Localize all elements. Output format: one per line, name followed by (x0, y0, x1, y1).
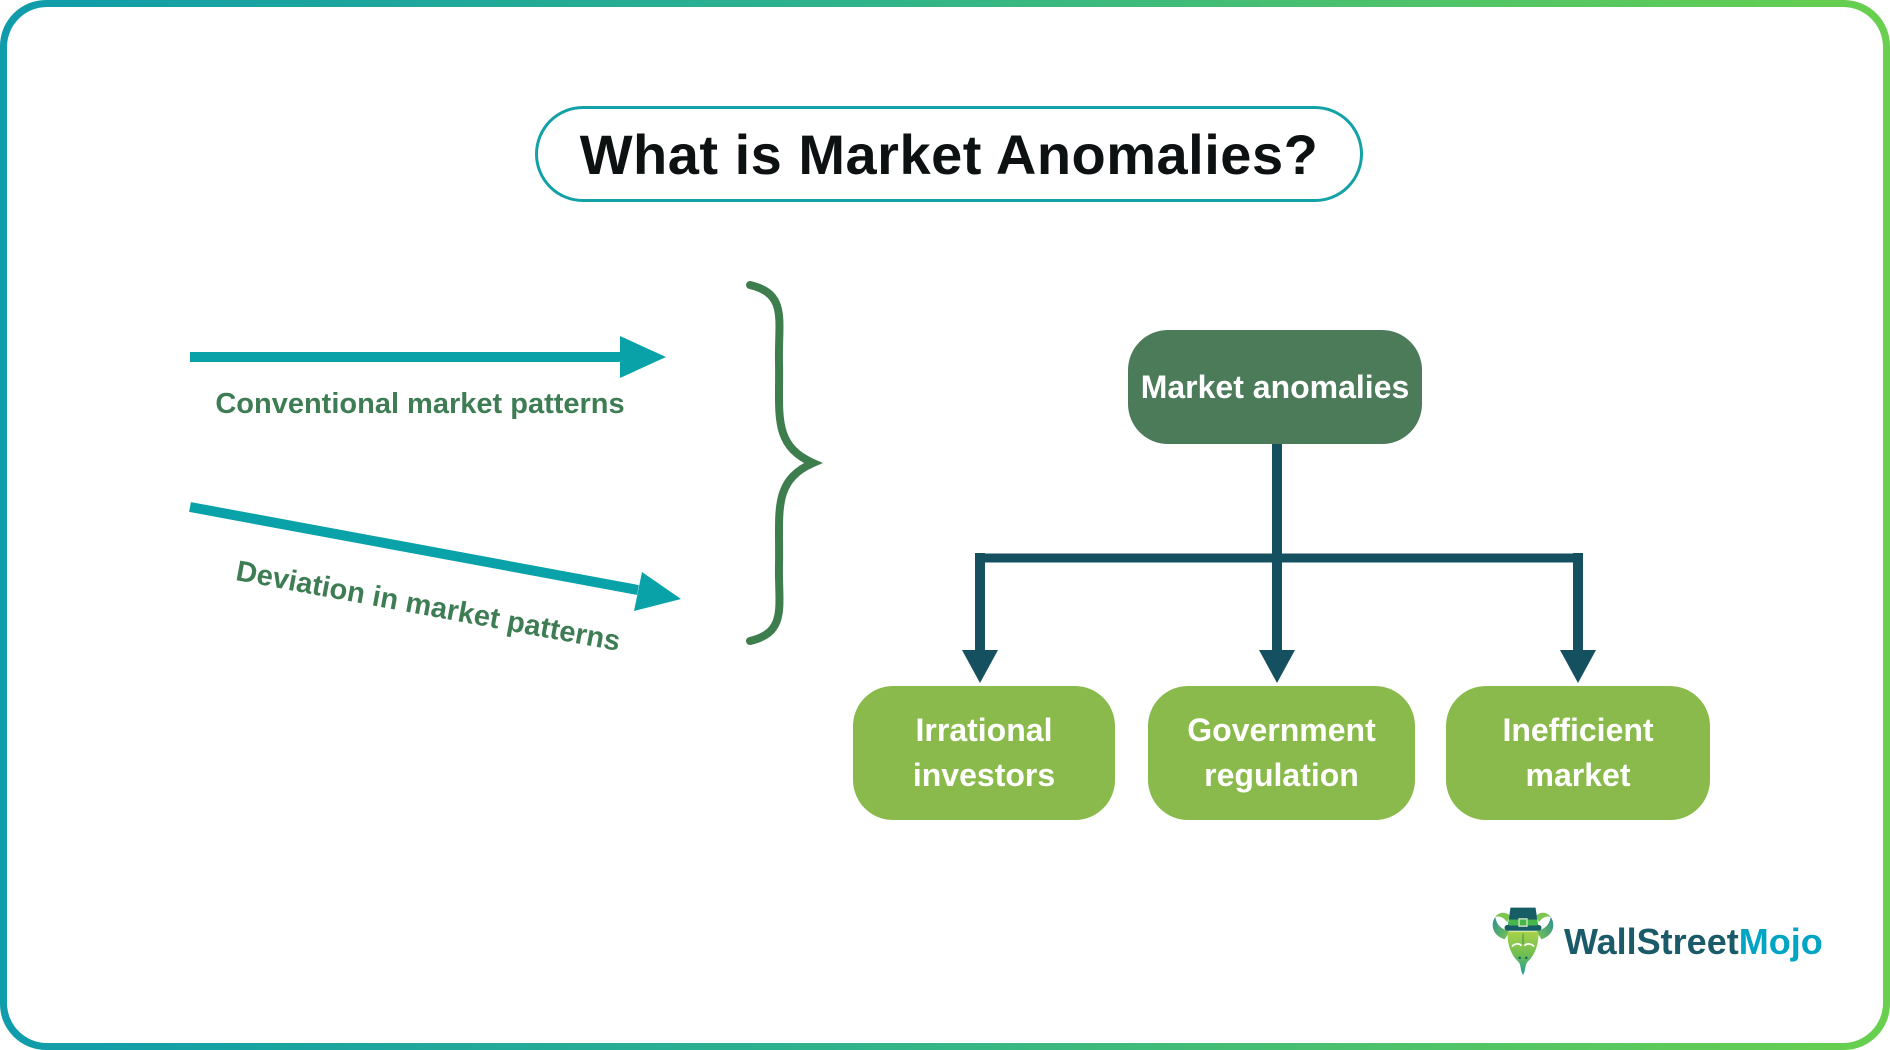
node-irrational-investors: Irrational investors (853, 686, 1115, 820)
wordmark-wallstreet: WallStreet (1564, 921, 1739, 962)
bull-with-top-hat-icon (1492, 907, 1554, 975)
wordmark-mojo: Mojo (1738, 921, 1823, 962)
wallstreetmojo-wordmark: WallStreetMojo (1564, 921, 1823, 963)
title-pill: What is Market Anomalies? (535, 106, 1363, 202)
node-inefficient-market: Inefficient market (1446, 686, 1710, 820)
node-market-anomalies: Market anomalies (1128, 330, 1422, 444)
conventional-market-patterns-label: Conventional market patterns (215, 388, 625, 420)
wallstreetmojo-logo: WallStreetMojo (1490, 905, 1823, 979)
page-title: What is Market Anomalies? (579, 122, 1319, 186)
node-government-regulation: Government regulation (1148, 686, 1415, 820)
